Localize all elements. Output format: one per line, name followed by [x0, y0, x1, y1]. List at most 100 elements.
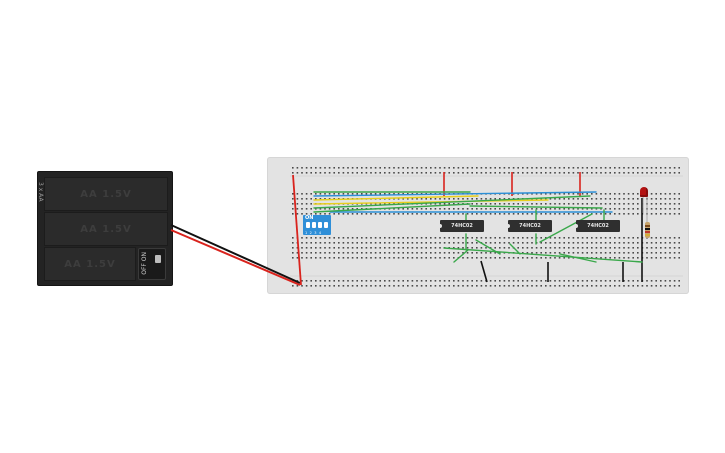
breadboard-hole — [549, 242, 552, 244]
chip-74hc02-2[interactable]: 74HC02 — [507, 220, 552, 232]
breadboard-hole — [632, 252, 634, 254]
breadboard-hole — [540, 213, 542, 215]
breadboard-hole — [416, 208, 418, 210]
breadboard-hole — [296, 198, 299, 200]
breadboard-hole — [554, 257, 556, 259]
breadboard-hole — [462, 285, 464, 287]
breadboard-hole — [397, 198, 400, 200]
breadboard-hole — [397, 213, 400, 215]
breadboard-hole — [393, 285, 395, 287]
breadboard-hole — [577, 193, 579, 195]
breadboard-hole — [586, 247, 588, 249]
breadboard-hole — [315, 213, 317, 215]
breadboard-hole — [356, 172, 358, 174]
chip-74hc02-1[interactable]: 74HC02 — [439, 220, 484, 232]
breadboard-hole — [623, 208, 625, 210]
breadboard-hole — [522, 193, 524, 195]
breadboard-hole — [586, 285, 588, 287]
dip-toggle-2[interactable] — [312, 222, 316, 228]
breadboard-hole — [430, 242, 432, 244]
breadboard-hole — [669, 280, 671, 282]
breadboard-hole — [434, 247, 437, 249]
breadboard-hole — [305, 167, 308, 169]
breadboard-hole — [563, 203, 565, 205]
breadboard-hole — [443, 208, 446, 210]
breadboard-hole — [623, 247, 625, 249]
battery-power-switch[interactable]: OFF ON — [138, 248, 166, 280]
breadboard-hole — [563, 280, 565, 282]
breadboard-hole — [365, 285, 368, 287]
chip-74hc02-3[interactable]: 74HC02 — [575, 220, 620, 232]
breadboard-hole — [632, 193, 634, 195]
breadboard-hole — [549, 203, 552, 205]
resistor-icon[interactable] — [645, 222, 650, 238]
dip-toggle-3[interactable] — [318, 222, 322, 228]
switch-knob[interactable] — [155, 255, 161, 263]
breadboard-hole — [434, 242, 437, 244]
breadboard-hole — [499, 208, 501, 210]
breadboard-hole — [632, 208, 634, 210]
breadboard-hole — [664, 172, 667, 174]
rail-jumper-red — [292, 174, 302, 286]
breadboard-hole — [673, 242, 676, 244]
breadboard-hole — [650, 208, 653, 210]
breadboard-hole — [347, 237, 349, 239]
battery-pack[interactable]: AA 1.5V AA 1.5V AA 1.5V 3 x AA OFF ON — [37, 171, 173, 286]
dip-toggle-4[interactable] — [324, 222, 328, 228]
breadboard-hole — [471, 203, 473, 205]
breadboard-hole — [512, 242, 515, 244]
breadboard-hole — [370, 167, 372, 169]
breadboard-hole — [388, 242, 391, 244]
breadboard-hole — [379, 193, 381, 195]
breadboard-hole — [526, 213, 529, 215]
breadboard-hole — [342, 213, 345, 215]
breadboard-hole — [434, 285, 437, 287]
breadboard-hole — [319, 213, 322, 215]
breadboard-hole — [669, 247, 671, 249]
breadboard-hole — [609, 247, 611, 249]
breadboard-hole — [526, 280, 529, 282]
breadboard-hole — [549, 257, 552, 259]
breadboard-hole — [581, 193, 584, 195]
breadboard-hole — [568, 198, 570, 200]
breadboard-hole — [650, 193, 653, 195]
breadboard-hole — [618, 193, 621, 195]
breadboard-hole — [347, 213, 349, 215]
dip-toggle-1[interactable] — [306, 222, 310, 228]
breadboard-hole — [397, 167, 400, 169]
breadboard-hole — [563, 247, 565, 249]
breadboard-hole — [655, 203, 657, 205]
breadboard-hole — [319, 242, 322, 244]
dip-switch[interactable]: ON 1234 — [303, 215, 331, 235]
breadboard-hole — [361, 247, 363, 249]
breadboard-hole — [664, 285, 667, 287]
breadboard-hole — [342, 247, 345, 249]
breadboard-hole — [572, 193, 575, 195]
breadboard-hole — [480, 213, 483, 215]
breadboard-hole — [673, 252, 676, 254]
breadboard-hole — [365, 237, 368, 239]
breadboard-hole — [503, 237, 506, 239]
breadboard-hole — [660, 213, 662, 215]
breadboard-hole — [604, 213, 607, 215]
breadboard-hole — [425, 198, 427, 200]
breadboard-hole — [342, 242, 345, 244]
breadboard-hole — [531, 213, 533, 215]
breadboard-hole — [673, 257, 676, 259]
breadboard-hole — [618, 280, 621, 282]
breadboard-hole — [627, 285, 630, 287]
breadboard-hole — [632, 203, 634, 205]
breadboard-hole — [457, 252, 460, 254]
breadboard-hole — [646, 247, 648, 249]
breadboard-hole — [586, 213, 588, 215]
breadboard-hole — [531, 285, 533, 287]
breadboard-hole — [618, 242, 621, 244]
breadboard-hole — [499, 257, 501, 259]
breadboard-hole — [443, 285, 446, 287]
led-red-icon[interactable] — [640, 187, 648, 197]
breadboard-hole — [554, 208, 556, 210]
breadboard-hole — [393, 247, 395, 249]
breadboard-hole — [319, 257, 322, 259]
breadboard-hole — [471, 252, 473, 254]
